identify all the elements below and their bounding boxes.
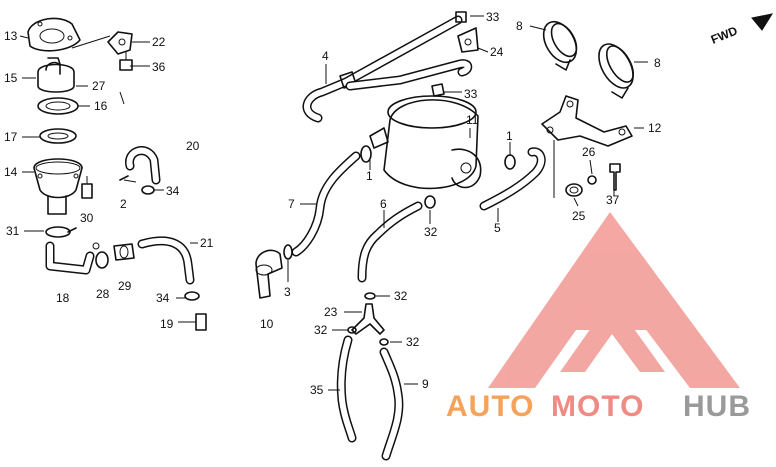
clip-32-tee — [364, 292, 376, 300]
watermark-m-shape — [568, 272, 650, 330]
part-labels: 13 15 27 16 17 14 30 31 18 28 29 22 36 2… — [4, 10, 662, 397]
watermark-word-auto: AUTO — [446, 390, 534, 423]
elbow-10 — [255, 249, 283, 299]
bracket-24 — [457, 27, 479, 53]
label-part-19: 19 — [160, 317, 174, 331]
label-part-5: 5 — [494, 221, 501, 235]
filter-cover-13 — [27, 17, 81, 52]
joint-29 — [113, 243, 135, 261]
hose-20 — [125, 146, 161, 185]
filter-body-14 — [33, 158, 83, 215]
tee-joint-23 — [351, 303, 385, 335]
clip-1-left — [360, 145, 372, 163]
label-part-10: 10 — [260, 317, 274, 331]
bracket-22 — [107, 31, 133, 55]
band-8-left — [542, 20, 578, 71]
label-part-34-lower: 34 — [156, 291, 170, 305]
label-part-18: 18 — [56, 291, 70, 305]
clip-33-lower — [431, 83, 445, 97]
label-part-16: 16 — [94, 99, 108, 113]
label-part-32-left: 32 — [314, 323, 328, 337]
clip-34-upper — [141, 185, 155, 195]
label-part-6: 6 — [380, 197, 387, 211]
watermark-triangle-inner — [560, 298, 665, 372]
hose-6 — [357, 201, 423, 283]
watermark-word-hub: HUB — [683, 390, 751, 423]
clip-1-right — [504, 154, 516, 170]
label-part-4: 4 — [322, 49, 329, 63]
grommet-25 — [565, 183, 583, 197]
label-part-33-lower: 33 — [464, 87, 478, 101]
hose-18 — [45, 241, 95, 275]
label-part-9: 9 — [422, 377, 429, 391]
label-part-8-right: 8 — [654, 56, 661, 70]
hose-5 — [479, 147, 546, 211]
label-part-30: 30 — [80, 211, 94, 225]
label-part-1-left: 1 — [366, 169, 373, 183]
label-part-8-left: 8 — [516, 19, 523, 33]
label-part-32-upper: 32 — [424, 225, 438, 239]
bolt-37 — [609, 163, 621, 191]
hose-35 — [336, 335, 357, 443]
hose-7 — [291, 151, 361, 257]
label-part-23: 23 — [324, 305, 338, 319]
label-part-14: 14 — [4, 165, 18, 179]
label-part-26: 26 — [582, 145, 596, 159]
label-part-17: 17 — [4, 130, 18, 144]
label-part-27: 27 — [92, 79, 106, 93]
fitting-30 — [81, 176, 93, 199]
watermark-text: AUTO MOTO HUB — [446, 390, 751, 423]
canister-11 — [369, 95, 482, 190]
label-part-7: 7 — [288, 197, 295, 211]
label-part-3: 3 — [284, 285, 291, 299]
watermark-triangle-outer — [488, 212, 740, 388]
fwd-label: FWD — [709, 23, 740, 46]
seal-17 — [39, 128, 77, 144]
filter-cap-15 — [37, 57, 75, 93]
bracket-12 — [541, 95, 633, 198]
watermark-logo — [488, 212, 740, 388]
label-part-36: 36 — [152, 60, 166, 74]
label-part-34-upper: 34 — [166, 184, 180, 198]
label-part-25: 25 — [572, 209, 586, 223]
label-part-32-right: 32 — [406, 335, 420, 349]
label-part-20: 20 — [186, 139, 200, 153]
label-part-24: 24 — [490, 45, 504, 59]
label-part-31: 31 — [6, 224, 20, 238]
line-4-branch — [345, 59, 473, 91]
label-part-32-tee: 32 — [394, 289, 408, 303]
label-part-29: 29 — [118, 279, 132, 293]
label-part-13: 13 — [4, 29, 18, 43]
hose-21 — [137, 236, 195, 285]
clip-32-upper — [424, 195, 436, 209]
collar-26 — [587, 175, 597, 185]
clip-31 — [45, 226, 77, 238]
filter-element-16 — [37, 97, 79, 115]
clip-34-lower — [184, 291, 200, 301]
bolt-36 — [119, 52, 133, 71]
clip-32-right — [379, 338, 389, 346]
clamp-28 — [92, 242, 109, 269]
label-part-1-right: 1 — [506, 129, 513, 143]
label-part-15: 15 — [4, 71, 18, 85]
band-8-right — [598, 43, 635, 99]
label-part-21: 21 — [200, 236, 214, 250]
leader-lines — [19, 15, 648, 391]
hose-9 — [379, 347, 404, 461]
label-part-11: 11 — [466, 113, 479, 127]
label-part-37: 37 — [606, 193, 620, 207]
label-part-12: 12 — [648, 121, 662, 135]
label-part-28: 28 — [96, 287, 110, 301]
label-part-22: 22 — [152, 35, 166, 49]
clip-2 — [119, 175, 129, 181]
watermark-word-moto: MOTO — [551, 390, 644, 423]
label-part-2: 2 — [120, 197, 127, 211]
fwd-arrow-icon: FWD — [709, 13, 774, 47]
clip-33-upper — [455, 11, 467, 23]
clip-3 — [283, 244, 293, 260]
label-part-33-upper: 33 — [486, 10, 500, 24]
label-part-35: 35 — [310, 383, 324, 397]
